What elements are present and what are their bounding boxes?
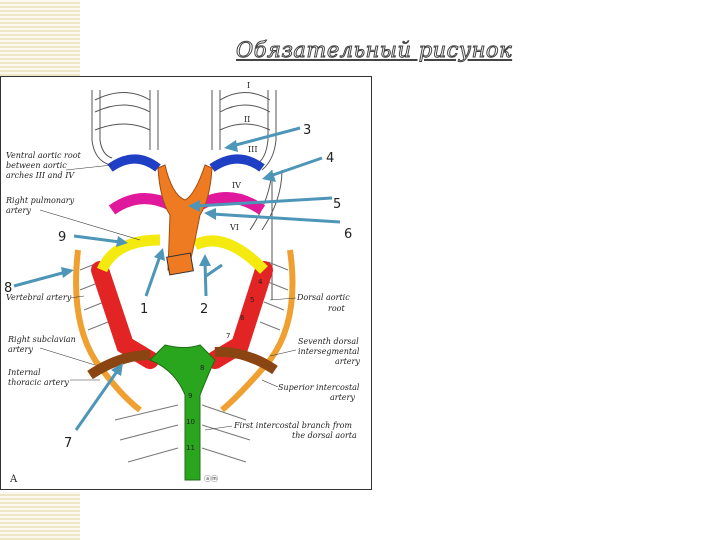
decorative-stripe-bottom <box>0 492 80 540</box>
left-vertebral-artery <box>220 249 296 413</box>
label-dorsal-aortic-root-line1: Dorsal aortic <box>296 293 350 302</box>
right-subclavian-artery <box>87 350 151 380</box>
label-right-subclavian-line1: Right subclavian <box>7 335 76 344</box>
arch-vi-left <box>192 235 268 274</box>
segment-7: 7 <box>226 332 230 340</box>
ligated-stump <box>166 252 194 276</box>
segment-9: 9 <box>188 392 192 400</box>
segment-8: 8 <box>200 364 204 372</box>
label-first-intercostal-line1: First intercostal branch from <box>233 421 352 430</box>
numeral-vi: VI <box>229 223 239 232</box>
callout-arrows <box>13 126 341 431</box>
callout-1: 1 <box>140 302 148 317</box>
label-superior-intercostal-line2: artery <box>330 393 355 402</box>
slide-title: Обязательный рисунок <box>235 38 513 63</box>
arch-iii-left <box>209 154 265 172</box>
callout-6: 6 <box>344 227 352 242</box>
truncus-arteriosus <box>157 164 213 273</box>
label-ventral-aortic-root-line2: between aortic <box>6 161 67 170</box>
label-seventh-dorsal-line3: artery <box>335 357 360 366</box>
callout-4: 4 <box>326 151 334 166</box>
numeral-ii: II <box>244 115 250 124</box>
segment-6: 6 <box>240 314 245 322</box>
label-superior-intercostal-line1: Superior intercostal <box>278 383 360 392</box>
label-seventh-dorsal-line1: Seventh dorsal <box>298 337 359 346</box>
arch-iii-right <box>107 154 161 172</box>
decorative-stripe-top <box>0 0 80 76</box>
arch-vi-right <box>96 234 161 273</box>
segment-4: 4 <box>258 278 263 286</box>
label-dorsal-aortic-root-line2: root <box>328 304 345 313</box>
callout-7: 7 <box>64 436 72 451</box>
label-vertebral-artery: Vertebral artery <box>6 293 72 302</box>
numeral-iv: IV <box>232 181 241 190</box>
segment-11: 11 <box>186 444 195 452</box>
intersegmental-branches <box>79 261 289 463</box>
right-vertebral-artery <box>73 249 142 413</box>
callout-3: 3 <box>303 123 311 138</box>
label-right-pulmonary-line2: artery <box>6 206 31 215</box>
left-subclavian-artery <box>214 346 278 375</box>
callout-2: 2 <box>200 302 208 317</box>
panel-letter: A <box>9 474 18 485</box>
callout-5: 5 <box>333 197 341 212</box>
numeral-i: I <box>247 81 250 90</box>
segment-5: 5 <box>250 296 254 304</box>
arch-iv-right <box>108 193 173 215</box>
label-right-subclavian-line2: artery <box>8 345 33 354</box>
label-internal-thoracic-line1: Internal <box>7 368 41 377</box>
label-first-intercostal-line2: the dorsal aorta <box>292 431 357 440</box>
numeral-iii: III <box>248 145 257 154</box>
label-right-pulmonary-line1: Right pulmonary <box>5 196 75 205</box>
callout-9: 9 <box>58 230 66 245</box>
label-seventh-dorsal-line2: intersegmental <box>298 347 360 356</box>
label-internal-thoracic-line2: thoracic artery <box>8 378 69 387</box>
descending-aorta <box>149 344 216 481</box>
callout-8: 8 <box>4 281 12 296</box>
label-ventral-aortic-root-line1: Ventral aortic root <box>6 151 82 160</box>
corner-mark: ⓐⓜ <box>204 475 218 483</box>
segment-10: 10 <box>186 418 195 426</box>
label-ventral-aortic-root-line3: arches III and IV <box>6 171 75 180</box>
